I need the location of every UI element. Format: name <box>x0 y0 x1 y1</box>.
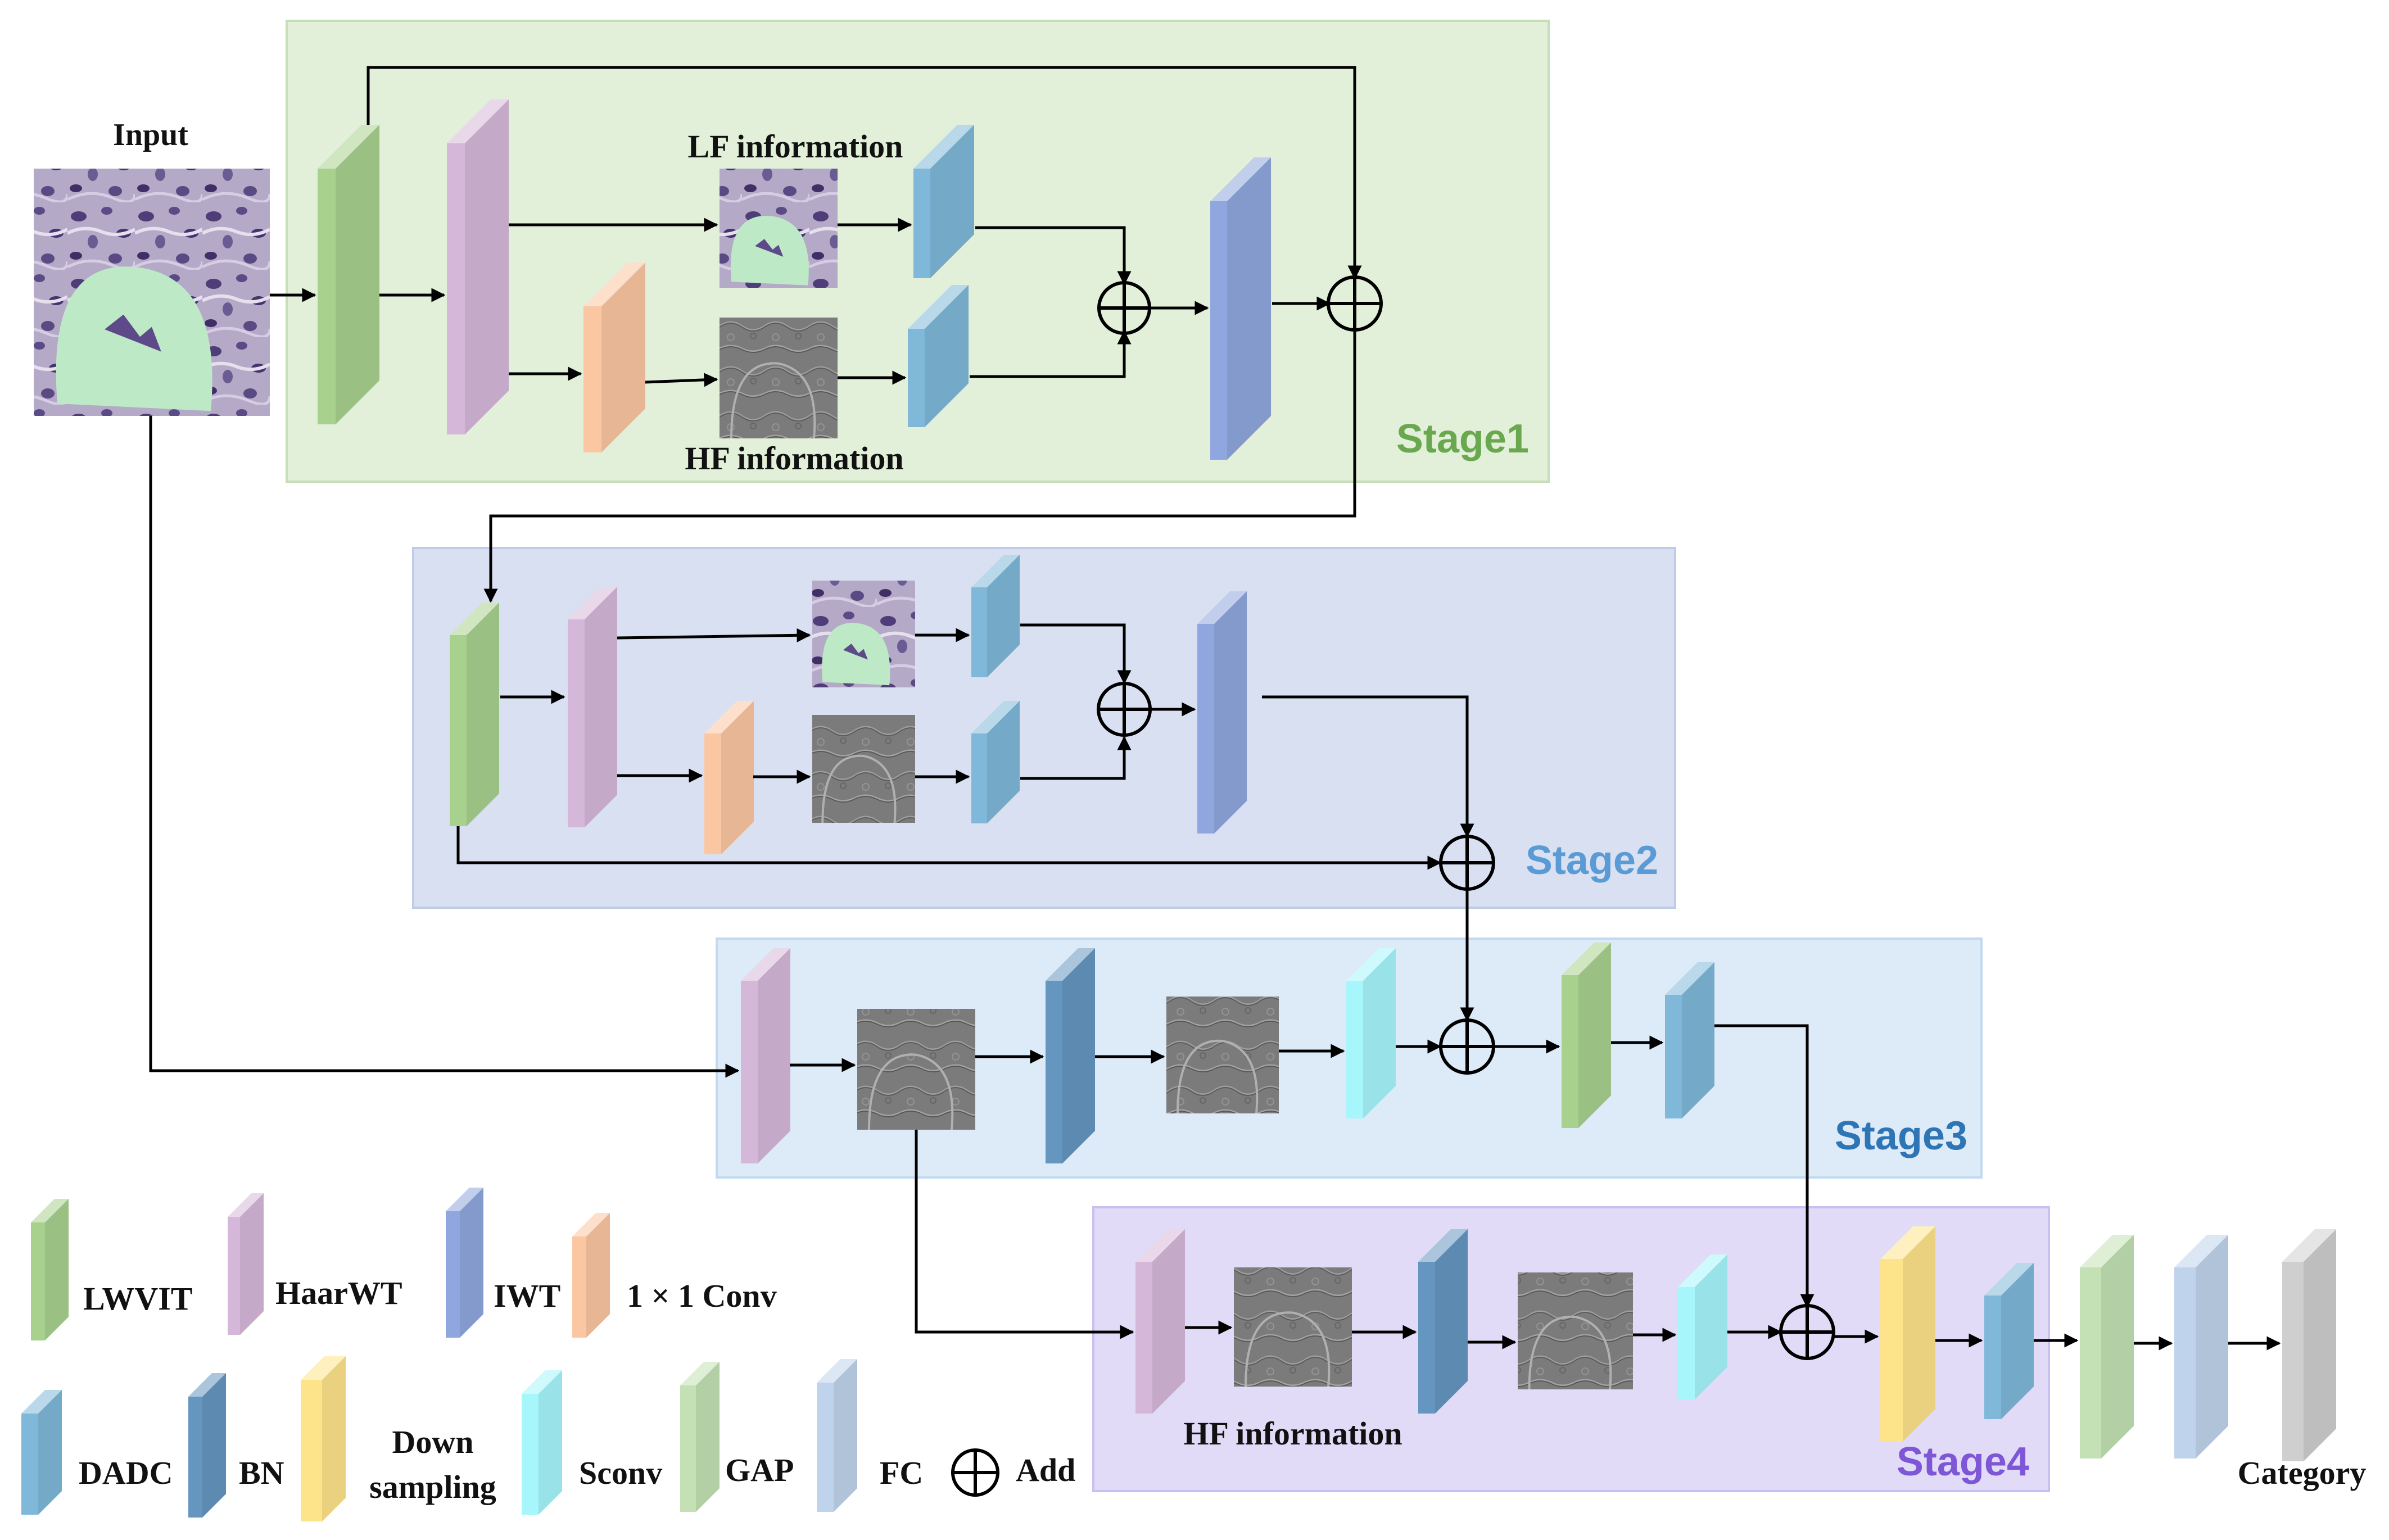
haarwt-block-stage1 <box>447 99 509 434</box>
dadc-block-lf-stage2 <box>971 555 1020 677</box>
stage4-title: Stage4 <box>1897 1439 2029 1484</box>
arrow-dadc-hf-to-add-s1 <box>970 330 1132 378</box>
legend-fc-label: FC <box>880 1455 923 1491</box>
legend-iwt-label: IWT <box>494 1278 560 1314</box>
dadc-block-hf-stage1 <box>908 285 969 427</box>
add-node-stage2-a <box>1097 682 1152 737</box>
hf-map-stage4-a <box>1234 1267 1352 1387</box>
add-node-stage1-a <box>1097 281 1151 335</box>
lwvit-block-stage2 <box>450 603 499 826</box>
legend-dadc-label: DADC <box>79 1455 173 1491</box>
arrow-dadc-lf-to-add-s2 <box>1020 623 1132 685</box>
sconv-block-stage4 <box>1678 1254 1727 1399</box>
hf-information-label-stage1: HF information <box>685 440 903 477</box>
lf-map-stage1 <box>720 169 838 288</box>
legend-haarwt-label: HaarWT <box>275 1275 402 1311</box>
iwt-block-stage1 <box>1210 157 1271 460</box>
legend-bn-swatch <box>188 1373 226 1518</box>
legend-conv1x1-swatch <box>572 1213 610 1338</box>
stage1-title: Stage1 <box>1396 416 1529 461</box>
arrow-iwt-to-add2-s2 <box>1262 695 1474 838</box>
arrow-dadc-hf-to-add-s2 <box>1020 736 1132 780</box>
dadc-block-stage4 <box>1984 1263 2034 1419</box>
legend-dadc-swatch <box>21 1390 62 1515</box>
hf-map-stage3-a <box>857 1009 975 1130</box>
conv1x1-block-stage1 <box>583 262 645 452</box>
legend-fc-swatch <box>817 1359 857 1512</box>
lf-map-stage2 <box>812 581 915 687</box>
haarwt-block-stage4 <box>1135 1229 1185 1414</box>
legend-sconv-swatch <box>522 1370 562 1515</box>
input-image <box>34 169 270 416</box>
legend-conv1x1-label: 1 × 1 Conv <box>627 1278 777 1314</box>
stage2-panel <box>412 547 1676 909</box>
legend-down-label-line1: Down <box>392 1424 473 1460</box>
legend-down-label-line2: sampling <box>369 1469 496 1505</box>
legend-add-symbol <box>951 1448 999 1497</box>
iwt-block-stage2 <box>1197 591 1247 834</box>
arrow-haarwt-to-lf-s2 <box>617 628 811 642</box>
add-node-stage2-b <box>1439 835 1495 891</box>
hf-map-stage2 <box>812 715 915 823</box>
category-block-head <box>2282 1229 2336 1461</box>
legend-lwvit-label: LWVIT <box>83 1280 193 1317</box>
link-stage1-to-stage2 <box>483 332 1356 603</box>
dadc-block-lf-stage1 <box>913 125 974 278</box>
stage3-title: Stage3 <box>1835 1113 1967 1158</box>
legend-lwvit-swatch <box>31 1199 69 1340</box>
hf-map-stage3-b <box>1166 997 1279 1114</box>
arrow-conv-to-hf-s1 <box>645 373 718 387</box>
conv1x1-block-stage2 <box>704 701 754 854</box>
hf-map-stage4-b <box>1518 1272 1633 1390</box>
add-node-stage1-b <box>1327 275 1383 332</box>
legend-add-label: Add <box>1016 1452 1075 1488</box>
lwvit-block-stage3 <box>1562 943 1611 1128</box>
lwvit-block-stage1 <box>318 125 379 424</box>
hf-information-label-stage4: HF information <box>1183 1415 1402 1452</box>
legend-bn-label: BN <box>239 1455 284 1491</box>
legend-iwt-swatch <box>446 1188 483 1338</box>
hf-map-stage1 <box>720 318 838 439</box>
category-label: Category <box>2238 1455 2367 1491</box>
sconv-block-stage3 <box>1346 948 1396 1118</box>
bn-block-stage4 <box>1418 1229 1468 1414</box>
arrow-dadc-lf-to-add-s1 <box>975 226 1132 286</box>
stage2-title: Stage2 <box>1526 838 1658 883</box>
input-label: Input <box>113 117 188 152</box>
add-node-stage4 <box>1779 1304 1835 1360</box>
legend-downsampling-swatch <box>301 1356 346 1521</box>
skip-lwvit-to-add2-s1 <box>367 66 1362 280</box>
fc-block-head <box>2174 1235 2228 1459</box>
legend-gap-label: GAP <box>725 1452 794 1488</box>
skip-lwvit-to-add2-s2 <box>456 826 1442 870</box>
link-stage3-to-stage4 <box>1714 1024 1815 1308</box>
dadc-block-stage3 <box>1665 962 1714 1118</box>
gap-block-head <box>2080 1235 2134 1459</box>
legend-sconv-label: Sconv <box>579 1455 662 1491</box>
haarwt-block-stage2 <box>568 587 617 827</box>
skip-input-to-haarwt-s3 <box>149 416 740 1078</box>
legend-gap-swatch <box>680 1362 720 1512</box>
downsampling-block-stage4 <box>1880 1226 1935 1442</box>
haarwt-block-stage3 <box>741 948 790 1163</box>
add-node-stage3 <box>1439 1018 1495 1075</box>
legend-haarwt-swatch <box>228 1193 264 1335</box>
skip-hf-s3-to-haarwt-s4 <box>915 1130 1134 1339</box>
dadc-block-hf-stage2 <box>971 701 1020 823</box>
bn-block-stage3 <box>1046 948 1095 1163</box>
lf-information-label: LF information <box>688 128 903 165</box>
